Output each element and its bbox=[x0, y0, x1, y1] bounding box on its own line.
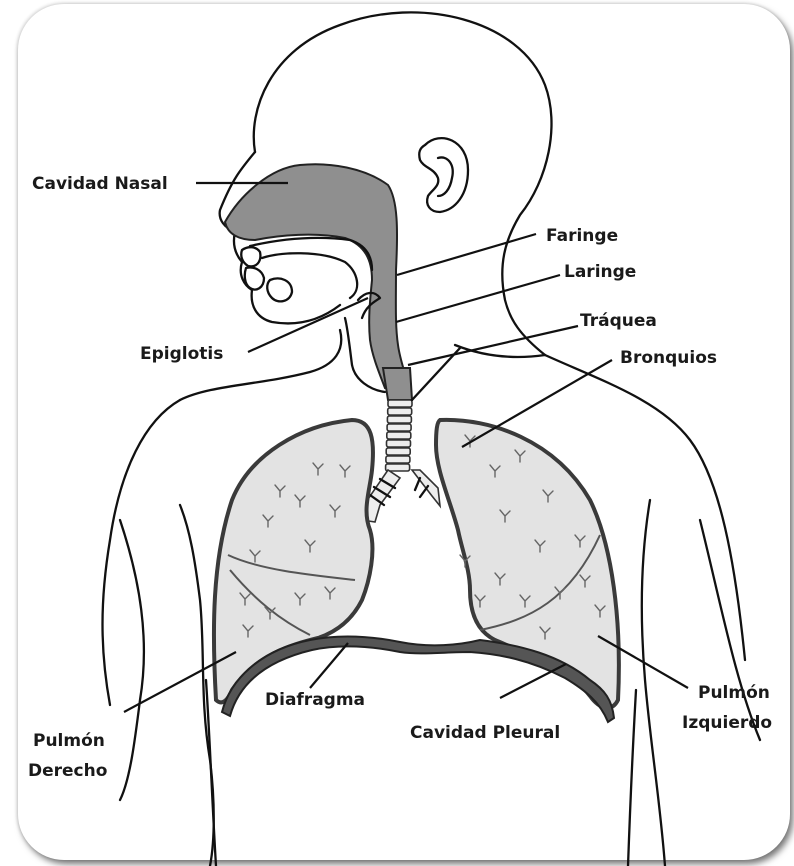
right-lung bbox=[214, 420, 373, 702]
label-epiglotis: Epiglotis bbox=[140, 344, 223, 364]
trachea-ring bbox=[388, 408, 412, 415]
leader-laringe bbox=[396, 275, 560, 322]
label-traquea: Tráquea bbox=[580, 311, 657, 331]
trachea-ring bbox=[388, 400, 412, 407]
trachea-ring bbox=[387, 424, 411, 431]
right-arm-inner bbox=[642, 500, 665, 866]
label-faringe: Faringe bbox=[546, 226, 618, 246]
trachea-ring bbox=[386, 448, 410, 455]
label-pulmon-izquierdo-line2: Izquierdo bbox=[682, 713, 772, 733]
left-lung bbox=[436, 420, 619, 708]
label-pulmon-izquierdo-line1: Pulmón bbox=[698, 683, 770, 703]
label-bronquios: Bronquios bbox=[620, 348, 717, 368]
label-pulmon-derecho-line2: Derecho bbox=[28, 761, 107, 781]
label-cavidad-pleural: Cavidad Pleural bbox=[410, 723, 560, 743]
jaw-teeth bbox=[267, 279, 292, 302]
leader-bronquios bbox=[462, 360, 612, 447]
left-arm-inner bbox=[180, 505, 214, 866]
upper-airway bbox=[225, 164, 408, 392]
shoulder-left bbox=[103, 400, 181, 705]
bronchi bbox=[362, 470, 440, 522]
torso-right bbox=[628, 690, 636, 866]
trachea-ring bbox=[387, 440, 411, 447]
label-diafragma: Diafragma bbox=[265, 690, 365, 710]
teeth-upper bbox=[241, 247, 260, 266]
teeth-lower bbox=[245, 267, 264, 289]
neck-left bbox=[180, 330, 341, 400]
ear-inner bbox=[438, 157, 453, 196]
nasal-cavity bbox=[225, 164, 408, 388]
ear bbox=[419, 138, 468, 212]
leader-faringe bbox=[397, 234, 536, 275]
torso-left bbox=[206, 680, 216, 866]
leader-cavidad-pleural bbox=[500, 664, 566, 698]
trachea-rings bbox=[386, 400, 412, 471]
trachea-top bbox=[383, 368, 412, 400]
label-pulmon-derecho-line1: Pulmón bbox=[33, 731, 105, 751]
trachea-ring bbox=[387, 432, 411, 439]
label-cavidad-nasal: Cavidad Nasal bbox=[32, 174, 168, 194]
tongue bbox=[262, 253, 357, 298]
trachea-ring bbox=[387, 416, 411, 423]
left-arm-outer bbox=[120, 520, 144, 800]
label-laringe: Laringe bbox=[564, 262, 636, 282]
trachea-ring bbox=[386, 456, 410, 463]
